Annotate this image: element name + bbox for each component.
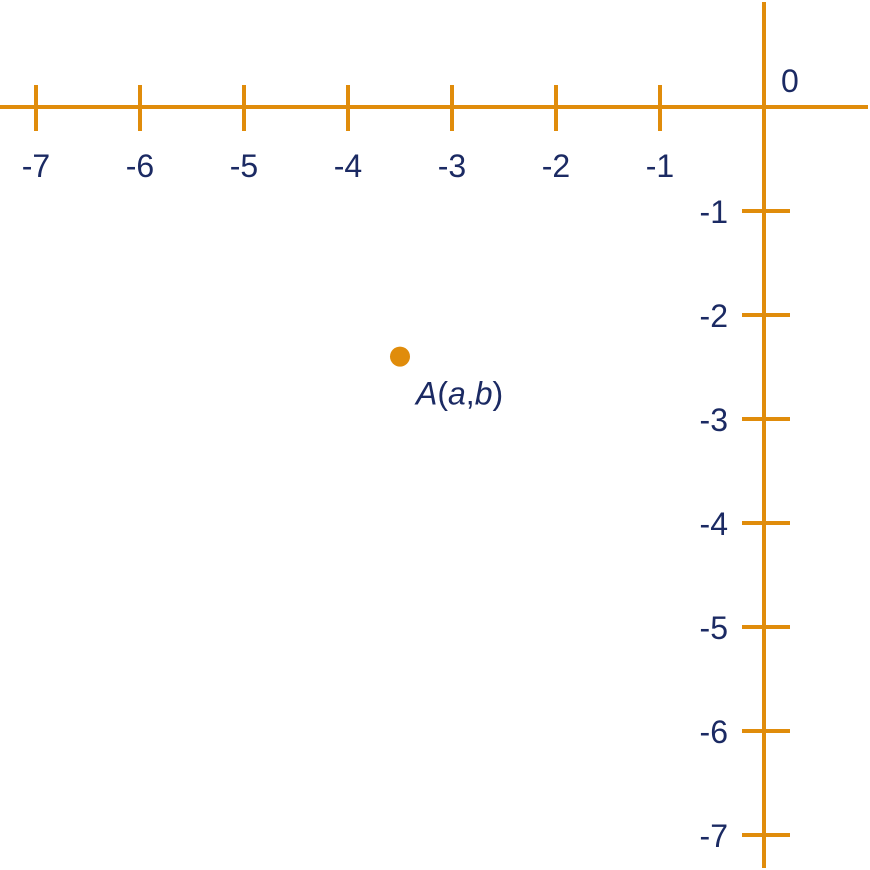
point-a-name: A [414,376,437,412]
y-tick-label: -2 [700,298,728,334]
point-a-coord-a: a [448,376,466,412]
x-tick-label: -3 [438,148,466,184]
x-tick-label: -5 [230,148,258,184]
y-tick-label: -7 [700,818,728,854]
point-a-label: A(a,b) [414,376,503,412]
x-tick-label: -7 [22,148,50,184]
point-a-comma: , [466,376,475,412]
x-tick-label: -6 [126,148,154,184]
x-axis-ticks: -7 -6 -5 -4 -3 -2 -1 [22,85,674,184]
x-tick-label: -1 [646,148,674,184]
point-a-marker [390,346,410,367]
point-a-open-paren: ( [437,376,448,412]
y-tick-label: -6 [700,714,728,750]
origin-label: 0 [781,63,799,99]
x-tick-label: -2 [542,148,570,184]
point-a-coord-b: b [475,376,493,412]
y-tick-label: -5 [700,610,728,646]
point-a-close-paren: ) [492,376,503,412]
y-tick-label: -1 [700,194,728,230]
x-tick-label: -4 [334,148,362,184]
y-axis-ticks: -1 -2 -3 -4 -5 -6 -7 [700,194,790,854]
y-tick-label: -4 [700,506,728,542]
y-tick-label: -3 [700,402,728,438]
